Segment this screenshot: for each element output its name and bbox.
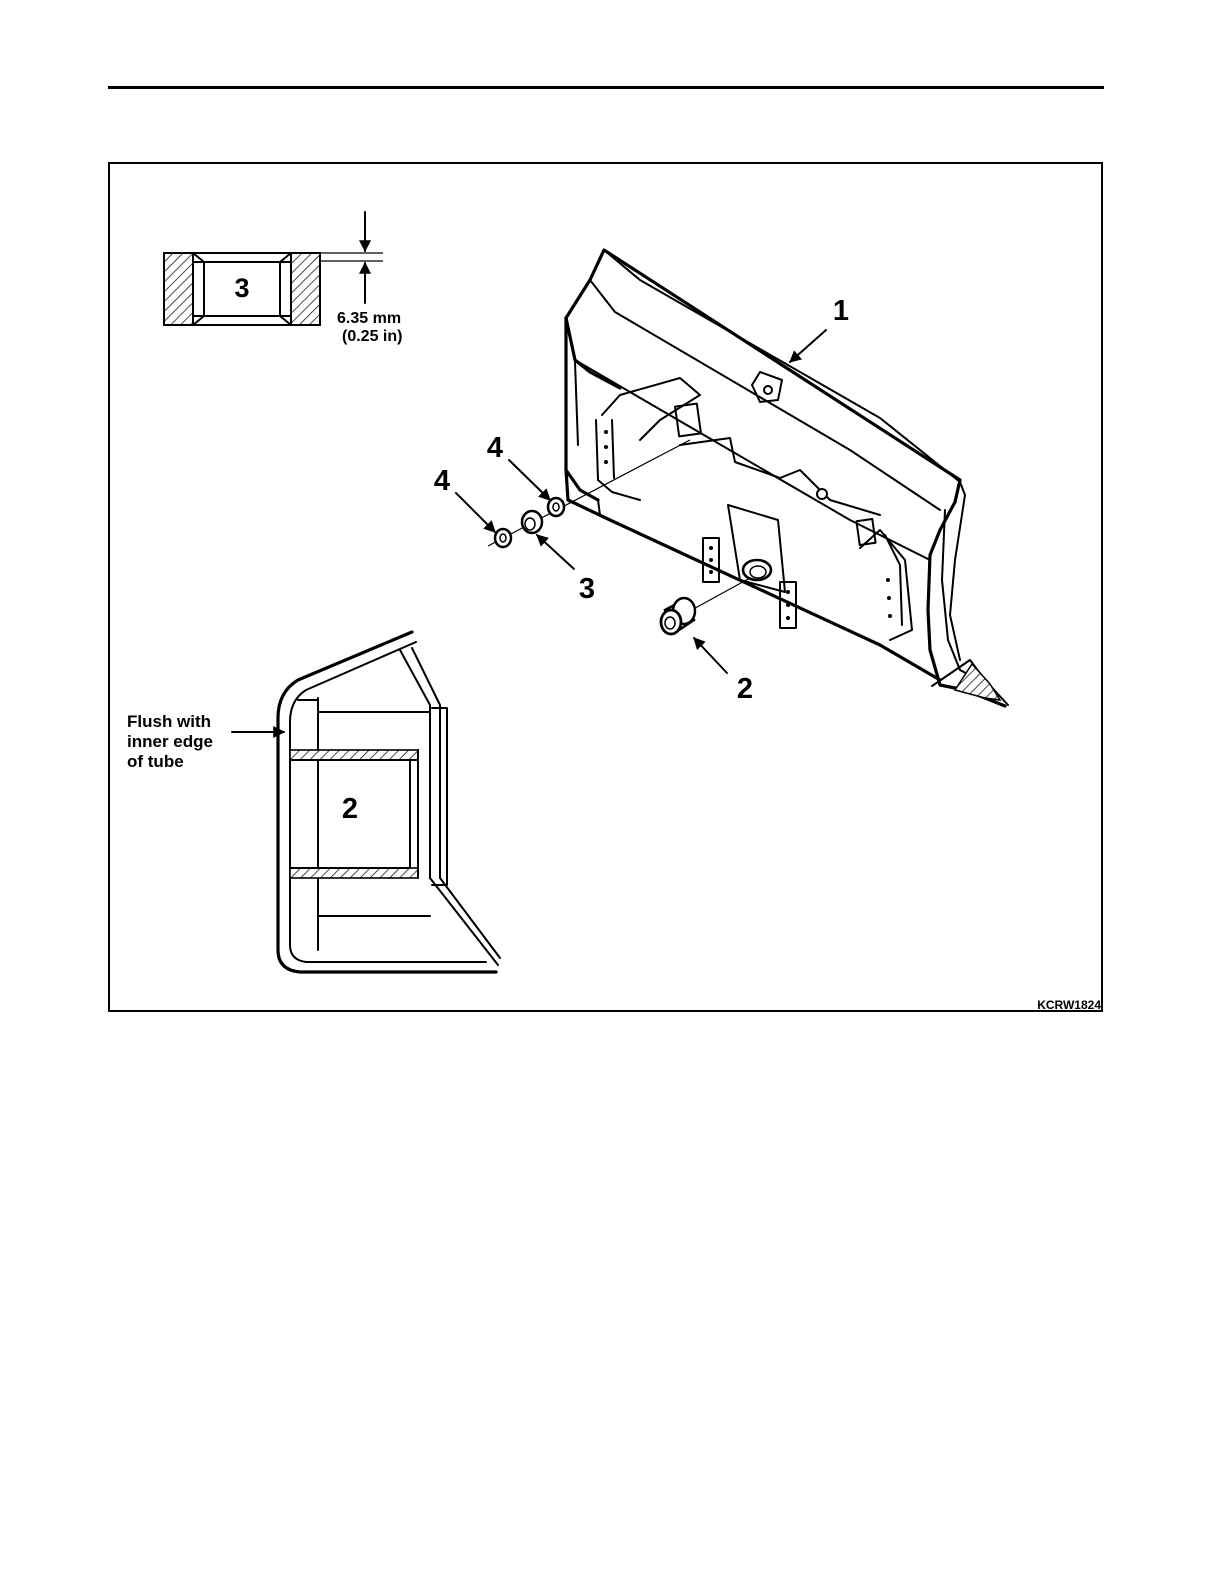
callout-sleeve: 3 [579, 573, 595, 605]
callout-blade: 1 [833, 295, 849, 327]
washer-left-part [495, 529, 511, 547]
dozer-blade [488, 250, 1008, 706]
figure-code: KCRW1824 [1037, 998, 1101, 1012]
sleeve-section-detail [164, 212, 383, 325]
dimension-imperial: (0.25 in) [342, 328, 402, 345]
callout-washer-right: 4 [487, 432, 503, 464]
flush-note-line-3: of tube [127, 752, 184, 771]
flush-note-line-1: Flush with [127, 712, 211, 731]
flush-note-line-2: inner edge [127, 732, 213, 751]
callout-bushing: 2 [737, 673, 753, 705]
dimension-metric: 6.35 mm [337, 310, 401, 327]
bushing-part [661, 598, 695, 634]
sleeve-detail-label: 3 [234, 273, 249, 303]
bushing-detail-label: 2 [342, 793, 358, 825]
callout-washer-left: 4 [434, 465, 450, 497]
bushing-install-detail [278, 632, 500, 972]
sleeve-part [522, 511, 542, 533]
